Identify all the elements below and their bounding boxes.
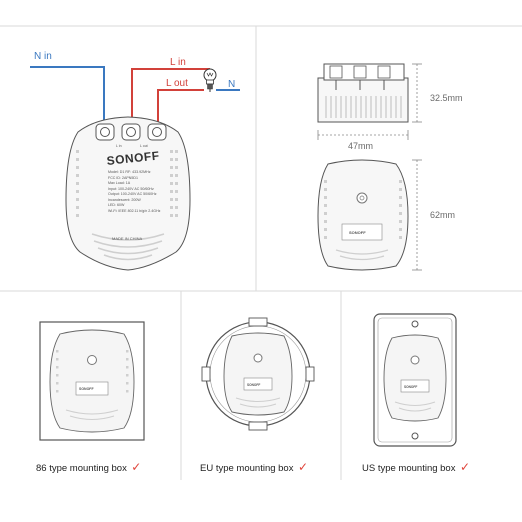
check-icon: ✓	[297, 460, 308, 474]
n-in-wire	[30, 66, 105, 124]
vent-slots-left	[76, 150, 79, 217]
l-out-label: L out	[166, 78, 188, 89]
length-dimension: 62mm	[430, 210, 456, 220]
top-view	[317, 159, 409, 271]
terminal-right	[147, 123, 167, 141]
height-dimension: 32.5mm	[430, 93, 463, 103]
n-label: N	[228, 79, 236, 90]
box-86-brand: SONOFF	[79, 387, 94, 391]
box-eu-brand: SONOFF	[247, 383, 261, 387]
n-in-label: N in	[34, 51, 52, 62]
l-in-label: L in	[170, 57, 186, 68]
box-eu-drawing	[201, 317, 315, 431]
check-icon: ✓	[131, 460, 142, 474]
spec-line: Incandescent: 200W	[108, 197, 141, 202]
check-icon: ✓	[459, 460, 470, 474]
caption-eu: EU type mounting box ✓	[200, 458, 308, 476]
l-in-wire	[131, 68, 160, 124]
side-view	[317, 63, 409, 123]
terminal-label-l-in: L in	[116, 144, 122, 148]
device-body	[65, 116, 191, 271]
spec-line: LED: 60W	[108, 203, 125, 207]
vent-slots-right	[170, 150, 178, 217]
l-out-wire	[157, 89, 204, 124]
spec-line: Input: 100-240V AC 50/60Hz	[108, 186, 154, 191]
length-dimension-line	[412, 159, 422, 271]
box-us-brand: SONOFF	[404, 385, 418, 389]
top-view-brand: SONOFF	[349, 230, 366, 235]
caption-eu-text: EU type mounting box	[200, 463, 294, 474]
light-bulb-icon	[203, 68, 217, 92]
width-dimension: 47mm	[348, 141, 374, 151]
box-86-drawing	[39, 321, 145, 441]
caption-86: 86 type mounting box ✓	[36, 458, 141, 476]
terminal-left	[95, 123, 115, 141]
terminal-middle	[121, 123, 141, 141]
spec-line: Wi-Fi: IEEE 802.11 b/g/n 2.4GHz	[108, 208, 161, 213]
caption-us-text: US type mounting box	[362, 463, 456, 474]
spec-line: Max Load: 1A	[108, 181, 131, 185]
device-spec-label: Model: D1 RF: 433.92MHz FCC ID: 2APN5D1 …	[108, 170, 170, 214]
caption-86-text: 86 type mounting box	[36, 463, 127, 474]
width-dimension-line	[317, 130, 409, 140]
spec-line: FCC ID: 2APN5D1	[108, 175, 138, 180]
caption-us: US type mounting box ✓	[362, 458, 470, 476]
box-us-drawing	[373, 313, 457, 447]
vent-arcs	[91, 233, 165, 261]
made-in-label: MADE IN CHINA	[112, 236, 143, 241]
spec-line: Model: D1 RF: 433.92MHz	[108, 170, 151, 174]
height-dimension-line	[412, 63, 422, 123]
terminal-label-l-out: L out	[140, 144, 148, 148]
spec-line: Output: 100-240V AC 50/60Hz	[108, 192, 157, 196]
wiring-diagram	[30, 66, 240, 271]
